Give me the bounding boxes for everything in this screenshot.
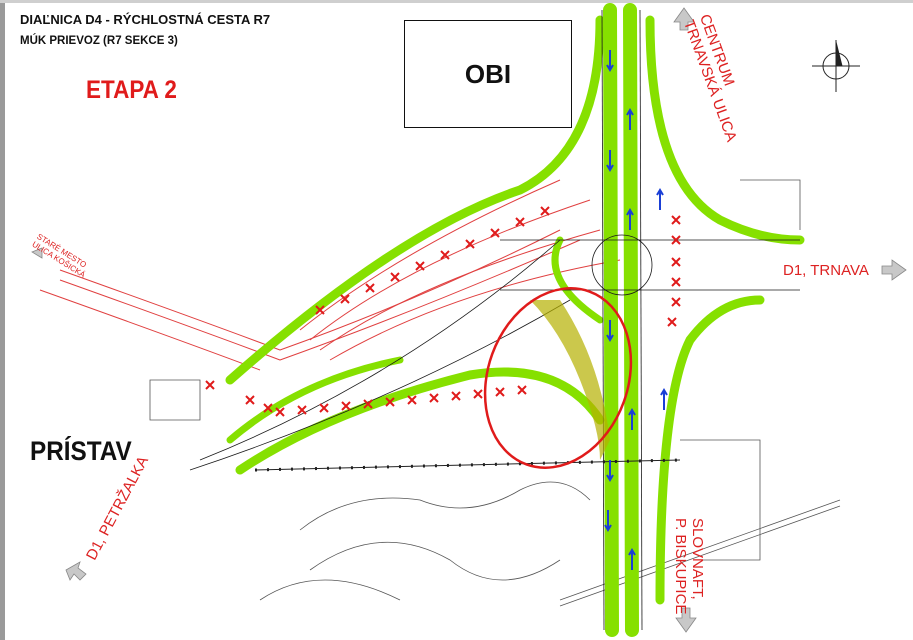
traffic-arrows [604, 50, 668, 570]
traffic-arrow-icon [656, 188, 664, 210]
closure-x-mark [275, 407, 285, 417]
arrow-down-left-icon [65, 561, 87, 581]
closure-x-mark [540, 206, 550, 216]
closure-x-mark [495, 387, 505, 397]
closure-x-mark [340, 294, 350, 304]
closure-x-mark [263, 403, 273, 413]
arrow-right-icon [881, 259, 907, 281]
traffic-arrow-icon [660, 388, 668, 410]
traffic-arrow-icon [628, 408, 636, 430]
traffic-arrow-icon [606, 320, 614, 342]
work-zone-highlight [530, 300, 610, 460]
existing-roads-red [39, 179, 621, 371]
closure-x-mark [297, 405, 307, 415]
arrow-down-icon [675, 607, 697, 633]
traffic-arrow-icon [626, 108, 634, 130]
closure-x-mark [363, 399, 373, 409]
arrow-left-icon [31, 247, 43, 259]
stage-label: ETAPA 2 [86, 76, 177, 104]
closure-x-mark [415, 261, 425, 271]
slovnaft-line1: SLOVNAFT, [689, 518, 706, 600]
road-edges [189, 9, 800, 631]
closure-x-mark [671, 277, 681, 287]
obi-label: OBI [464, 58, 512, 89]
traffic-arrow-icon [626, 208, 634, 230]
closure-x-mark [490, 228, 500, 238]
closure-x-mark [390, 272, 400, 282]
closure-x-mark [671, 235, 681, 245]
traffic-arrow-icon [606, 50, 614, 72]
closure-x-mark [515, 217, 525, 227]
closure-x-mark [429, 393, 439, 403]
traffic-arrow-icon [604, 510, 612, 532]
arrow-up-icon [673, 7, 695, 31]
closure-x-mark [407, 395, 417, 405]
closure-x-mark [667, 317, 677, 327]
closure-x-mark [245, 395, 255, 405]
closure-x-mark [341, 401, 351, 411]
closure-x-mark [465, 239, 475, 249]
closure-x-mark [451, 391, 461, 401]
background-linework [149, 179, 841, 607]
closure-x-mark [517, 385, 527, 395]
page-top-edge [0, 0, 913, 3]
page-edge [0, 0, 5, 640]
direction-slovnaft: SLOVNAFT,P. BISKUPICE [672, 518, 706, 614]
closure-x-mark [473, 389, 483, 399]
closure-x-mark [671, 297, 681, 307]
map-subtitle: MÚK PRIEVOZ (R7 SEKCE 3) [20, 35, 178, 47]
closure-x-mark [671, 257, 681, 267]
closure-marks [205, 206, 681, 417]
north-arrow-icon [812, 40, 860, 92]
closure-x-mark [440, 250, 450, 260]
closure-x-mark [315, 305, 325, 315]
closure-x-mark [671, 215, 681, 225]
direction-arrow-icons [31, 7, 907, 633]
traffic-arrow-icon [606, 150, 614, 172]
slovnaft-line2: P. BISKUPICE [672, 518, 689, 615]
work-zone-circle [483, 287, 633, 469]
obi-building: OBI [404, 20, 572, 128]
direction-trnava: D1, TRNAVA [783, 262, 869, 279]
traffic-arrow-icon [606, 460, 614, 482]
closure-x-mark [205, 380, 215, 390]
closure-x-mark [385, 397, 395, 407]
map-title: DIAĽNICA D4 - RÝCHLOSTNÁ CESTA R7 [20, 12, 271, 27]
traffic-arrow-icon [628, 548, 636, 570]
pristav-label: PRÍSTAV [30, 436, 132, 466]
closure-x-mark [319, 403, 329, 413]
closure-x-mark [365, 283, 375, 293]
